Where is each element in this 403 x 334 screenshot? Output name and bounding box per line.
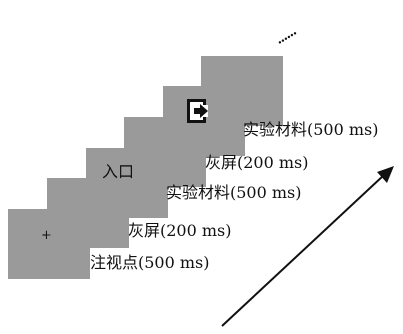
label-gray-2: 灰屏(200 ms) [205,153,309,172]
fixation-cross: + [41,228,52,243]
label-fixation: 注视点(500 ms) [90,253,210,272]
label-material-1: 实验材料(500 ms) [166,183,302,202]
label-material-2: 实验材料(500 ms) [243,120,379,139]
exit-sign-icon [186,98,212,127]
entrance-text-stimulus: 入口 [102,162,135,181]
frame-fixation-step [47,178,129,248]
label-gray-1: 灰屏(200 ms) [128,221,232,240]
